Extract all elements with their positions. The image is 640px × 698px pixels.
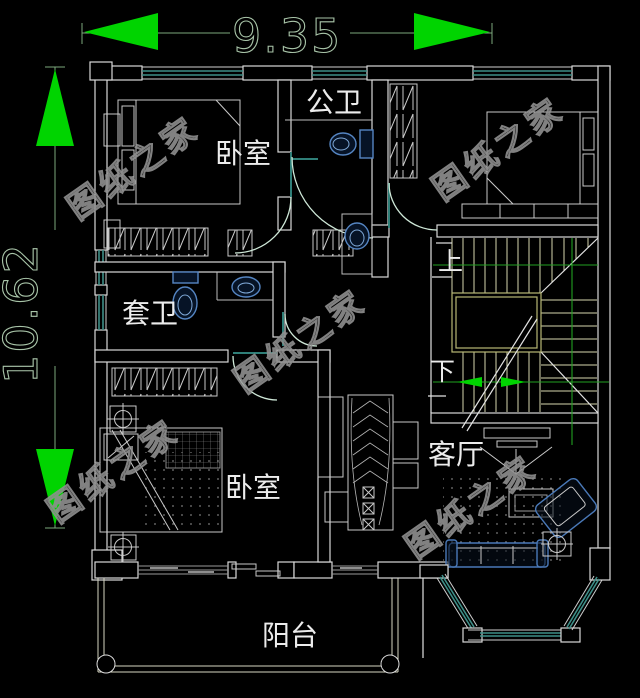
room-label-bedroom-bottom-left: 卧室 [225,471,281,504]
stair-up-label: 上 [438,247,463,276]
balcony-sliding-door [231,563,281,577]
balcony-railing [96,578,400,674]
balcony-column-right [380,654,400,674]
toilet-symbol-ensuite [172,271,199,320]
stair-down-label: 下 [430,357,455,386]
dimension-arrow-down-icon [36,449,74,526]
window-band-top-middle [312,66,367,80]
dimension-arrow-up-icon [36,69,74,146]
room-label-living-room: 客厅 [428,438,484,471]
dimension-arrow-left-icon [84,13,158,50]
sofa-symbol [445,539,549,568]
interior-walls [94,79,599,658]
window-band-top-right [473,66,572,80]
dimension-arrow-right-icon [414,13,490,50]
room-label-bedroom-top-left: 卧室 [215,137,271,170]
wardrobe-bedroom-top-left [107,227,209,257]
room-label-ensuite-bathroom: 套卫 [122,297,178,330]
staircase: 上 下 [428,237,609,445]
window-band-top-left [142,66,243,80]
room-label-balcony: 阳台 [262,619,318,652]
horizontal-dimension: 9.35 [81,5,493,64]
vertical-dimension: 10.62 [0,66,82,529]
ceiling-light-symbol-2 [108,532,139,562]
stair-direction-arrow-left-icon [457,377,482,387]
watermark: 图纸之家 [60,108,207,227]
wardrobe-bedroom-bottom-left [111,367,218,397]
stair-treads-right [541,299,597,405]
room-label-public-bathroom: 公卫 [306,86,362,119]
watermark: 图纸之家 [227,281,374,400]
window-band-bottom-left [138,565,228,575]
door-bedroom-bottom-left [232,352,278,401]
door-bedroom-top-left [234,152,292,254]
tv-partition-unit [317,394,419,531]
bed-symbol-top-left [103,99,241,249]
bay-window [419,564,603,643]
window-band-bottom-right [332,565,378,575]
toilet-symbol-public [329,129,374,159]
width-dimension-label: 9.35 [232,9,342,63]
window-band-left-lower [95,295,107,330]
cabinet-hall-left [227,229,253,257]
wardrobe-bedroom-top-right [389,83,418,179]
stair-direction-arrow-right-icon [501,377,526,387]
door-bedroom-top-right [388,182,438,231]
ceiling-light-symbol-1 [107,403,139,435]
balcony-column-left [96,654,116,674]
bed-symbol-bottom-left [99,427,223,533]
sink-symbol-ensuite [216,272,273,301]
door-ensuite-bathroom [282,312,318,347]
watermark: 图纸之家 [425,89,572,208]
sink-symbol-public [341,213,373,275]
armchair-symbol [534,477,598,539]
bed-symbol-top-right [461,111,599,219]
height-dimension-label: 10.62 [0,242,48,384]
side-table-light-symbol [541,528,573,560]
exterior-walls [89,61,611,581]
chair-symbols [362,486,375,531]
palm-decoration [350,397,391,526]
